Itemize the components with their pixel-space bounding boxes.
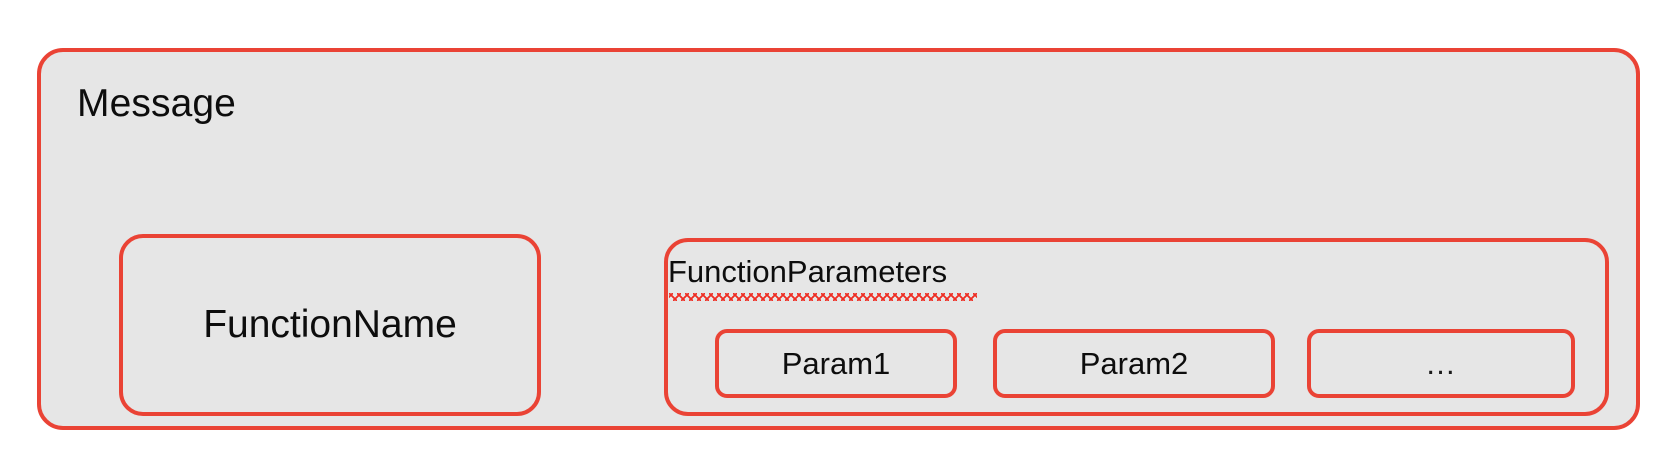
parameter-label-ellipsis: … xyxy=(1425,345,1457,381)
function-name-box[interactable]: FunctionName xyxy=(119,234,541,416)
parameter-chip-ellipsis[interactable]: … xyxy=(1307,329,1575,398)
function-name-label: FunctionName xyxy=(203,303,457,346)
function-parameters-box[interactable]: FunctionParameters Param1 Param2 … xyxy=(664,238,1609,416)
parameter-chip[interactable]: Param1 xyxy=(715,329,957,398)
parameter-chip[interactable]: Param2 xyxy=(993,329,1275,398)
parameter-chip-row: Param1 Param2 … xyxy=(715,329,1575,398)
parameter-label: Param1 xyxy=(781,345,891,381)
message-container[interactable]: Message FunctionName FunctionParameters … xyxy=(37,48,1640,430)
parameter-label: Param2 xyxy=(1079,345,1189,381)
message-title: Message xyxy=(77,82,236,125)
function-parameters-label: FunctionParameters xyxy=(668,254,948,289)
spellcheck-squiggle-underline xyxy=(669,293,977,301)
